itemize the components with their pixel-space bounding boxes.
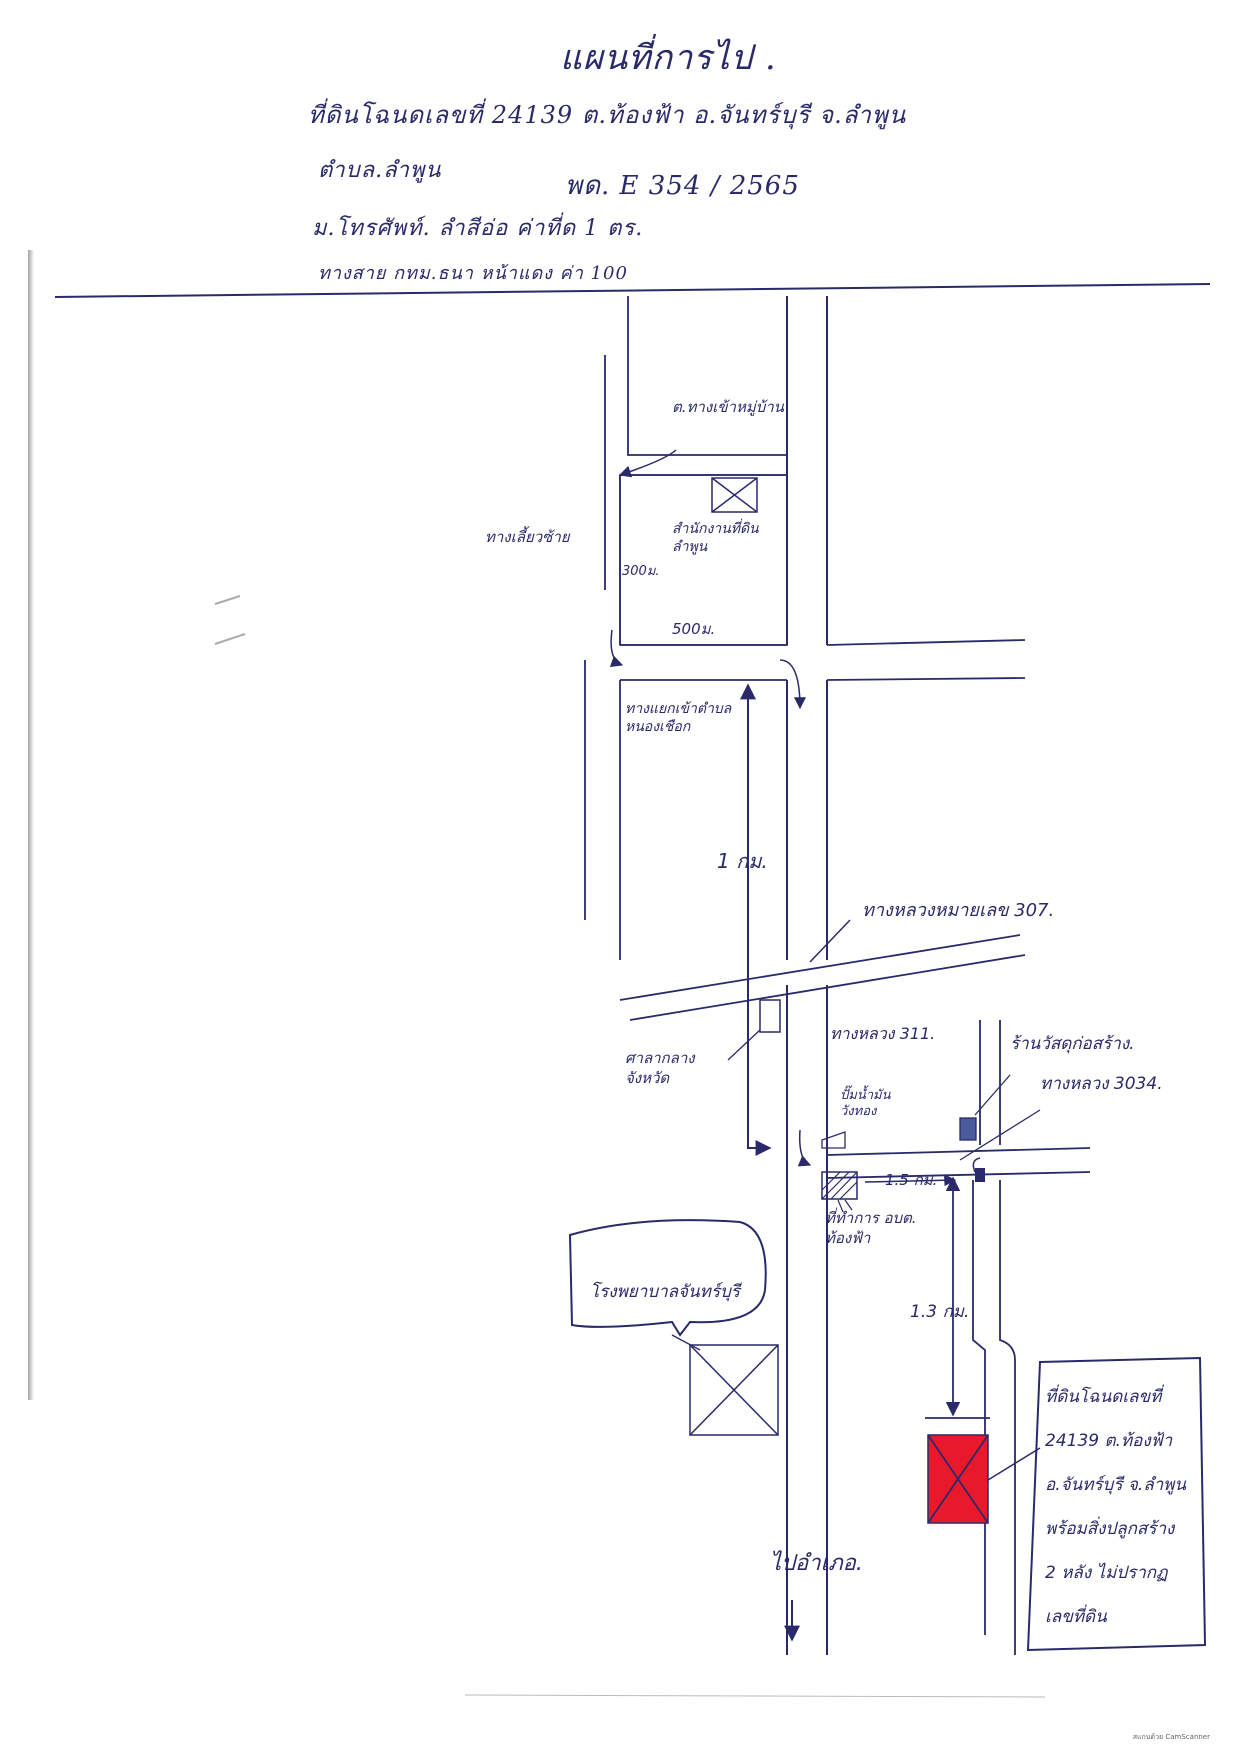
label-district-office: ศาลากลาง จังหวัด: [625, 1049, 695, 1087]
highway-307: [619, 934, 1026, 1021]
label-highway-307: ทางหลวงหมายเลข 307.: [862, 900, 1055, 921]
label-petrol: ปั๊มน้ำมัน วังทอง: [840, 1088, 891, 1119]
label-to-city: ไปอำเภอ.: [770, 1551, 863, 1576]
header-line-2a: ตำบล.ลำพูน: [318, 158, 442, 183]
shop-marker: [959, 1117, 977, 1141]
header-divider: [54, 283, 1211, 298]
red-crossed-box-icon: [927, 1434, 989, 1524]
district-office-marker: [759, 999, 781, 1033]
label-intersection: ทางแยกเข้าตำบล หนองเชือก: [625, 701, 732, 735]
label-dist-500: 500ม.: [672, 620, 716, 638]
highway-3034: [826, 1020, 1091, 1179]
label-dist-1-3km: 1.3 กม.: [910, 1302, 970, 1322]
label-highway-311: ทางหลวง 311.: [830, 1024, 936, 1043]
crossed-box-icon: [711, 477, 758, 513]
label-highway-3034: ทางหลวง 3034.: [1040, 1074, 1163, 1094]
label-turn-left: ทางเลี้ยวซ้าย: [485, 528, 570, 546]
paper-edge: [28, 250, 34, 1400]
label-plot-note: ที่ดินโฉนดเลขที่ 24139 ต.ท้องฟ้า อ.จันทร…: [1045, 1387, 1187, 1627]
label-land-office: สำนักงานที่ดิน ลำพูน: [672, 521, 759, 555]
health-center-marker: [821, 1171, 858, 1200]
label-dist-1km: 1 กม.: [717, 849, 768, 873]
map-title: แผนที่การไป .: [560, 38, 777, 78]
header-line-1: ที่ดินโฉนดเลขที่ 24139 ต.ท้องฟ้า อ.จันทร…: [308, 101, 907, 129]
main-road: [786, 296, 828, 1655]
header-line-2b: พด. E 354 / 2565: [565, 171, 800, 201]
label-health-center: ที่ทำการ อบต. ท้องฟ้า: [825, 1209, 917, 1247]
land-office-block: [619, 474, 788, 646]
school-building: [671, 1334, 779, 1436]
school-bubble: [568, 1219, 767, 1337]
label-dist-300: 300ม.: [622, 564, 660, 579]
label-shop: ร้านวัสดุก่อสร้าง.: [1010, 1034, 1135, 1054]
scanner-watermark: สแกนด้วย CamScanner: [1132, 1733, 1210, 1741]
label-school: โรงพยาบาลจันทร์บุรี: [590, 1282, 740, 1302]
label-village-road: ต.ทางเข้าหมู่บ้าน: [672, 398, 784, 416]
header-line-4: ทางสาย กทม.ธนา หน้าแดง ค่า 100: [318, 263, 628, 284]
header-line-3: ม.โทรศัพท์. ลำสีอ่อ ค่าที่ด 1 ตร.: [312, 216, 644, 241]
plot-note-box: [1026, 1356, 1207, 1652]
label-dist-1-5km: 1.5 กม.: [885, 1171, 938, 1189]
